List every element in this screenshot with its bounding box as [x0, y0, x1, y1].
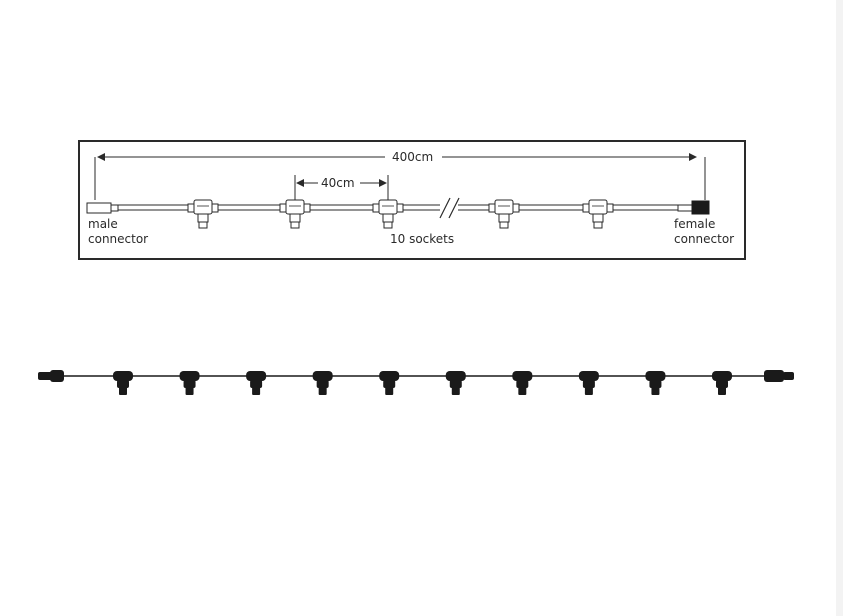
product-socket	[246, 371, 267, 395]
diagram-socket	[582, 199, 614, 229]
product-socket	[578, 371, 599, 395]
male-connector-label-line1: male	[88, 217, 118, 231]
male-connector-drawing	[86, 202, 119, 214]
product-socket	[512, 371, 533, 395]
diagram-socket	[372, 199, 404, 229]
product-female-connector	[764, 370, 794, 382]
product-socket	[712, 371, 732, 395]
product-male-connector	[38, 370, 64, 382]
spacing-label: 40cm	[321, 176, 355, 191]
right-edge-strip	[836, 0, 843, 616]
product-socket	[379, 371, 400, 395]
male-connector-label: male connector	[88, 217, 148, 247]
diagram-socket	[488, 199, 520, 229]
product-socket	[645, 371, 666, 395]
female-connector-drawing	[677, 200, 710, 215]
total-length-label: 400cm	[392, 150, 434, 165]
diagram-sockets	[187, 199, 614, 229]
product-sockets	[113, 371, 732, 395]
product-socket	[113, 371, 133, 395]
female-connector-label: female connector	[674, 217, 734, 247]
diagram-socket	[279, 199, 311, 229]
female-connector-label-line2: connector	[674, 232, 735, 246]
product-socket	[179, 371, 200, 395]
product-socket	[312, 371, 333, 395]
diagram-socket	[187, 199, 219, 229]
product-socket	[445, 371, 466, 395]
cable-break-symbol	[439, 197, 460, 219]
female-connector-label-line1: female	[674, 217, 716, 231]
male-connector-label-line2: connector	[88, 232, 149, 246]
sockets-label: 10 sockets	[390, 232, 455, 246]
